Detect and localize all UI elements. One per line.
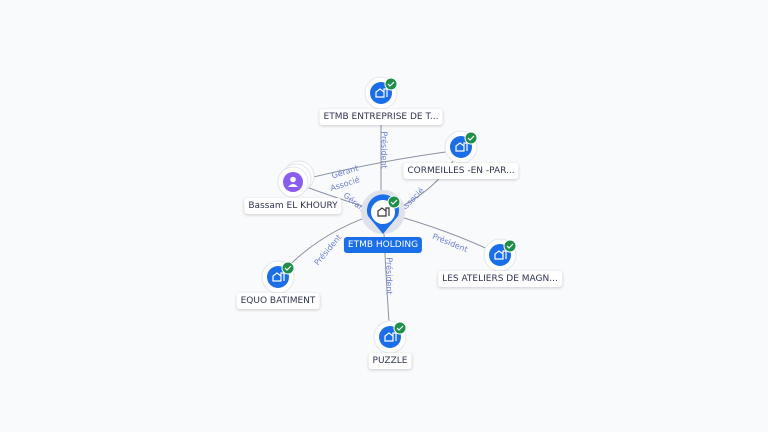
edge-label: Président (380, 131, 390, 168)
verified-check-icon (281, 261, 295, 275)
person-icon (288, 184, 298, 187)
node-label[interactable]: Bassam EL KHOURY (244, 198, 342, 214)
node-cormeilles[interactable] (444, 130, 478, 164)
node-ateliers[interactable] (483, 238, 517, 272)
check-mark-icon (284, 265, 292, 271)
node-label[interactable]: PUZZLE (368, 353, 412, 369)
building-icon (384, 332, 397, 342)
node-label[interactable]: LES ATELIERS DE MAGN... (438, 271, 562, 287)
building-icon (455, 142, 468, 152)
building-icon (272, 272, 285, 282)
verified-check-icon (464, 131, 478, 145)
verified-check-icon (387, 195, 401, 209)
node-label[interactable]: ETMB ENTREPRISE DE T... (319, 109, 443, 125)
node-equo[interactable] (261, 260, 295, 294)
edge-label: Président (431, 231, 469, 254)
verified-check-icon (503, 239, 517, 253)
verified-check-icon (384, 77, 398, 91)
check-mark-icon (390, 199, 398, 205)
node-bassam[interactable] (277, 160, 315, 198)
node-label[interactable]: CORMEILLES -EN -PAR... (403, 163, 519, 179)
node-holding[interactable] (361, 190, 405, 234)
check-mark-icon (467, 135, 475, 141)
check-mark-icon (387, 81, 395, 87)
node-puzzle[interactable] (373, 320, 407, 354)
check-mark-icon (396, 325, 404, 331)
edge-label: Président (385, 257, 395, 294)
edge-label: Président (312, 232, 344, 267)
building-icon (494, 250, 507, 260)
node-label[interactable]: ETMB HOLDING (343, 237, 423, 253)
check-mark-icon (506, 243, 514, 249)
node-entreprise[interactable] (364, 76, 398, 110)
building-icon (377, 207, 390, 217)
person-icon (290, 176, 296, 183)
building-icon (375, 88, 388, 98)
verified-check-icon (393, 321, 407, 335)
node-label[interactable]: EQUO BATIMENT (236, 293, 320, 309)
